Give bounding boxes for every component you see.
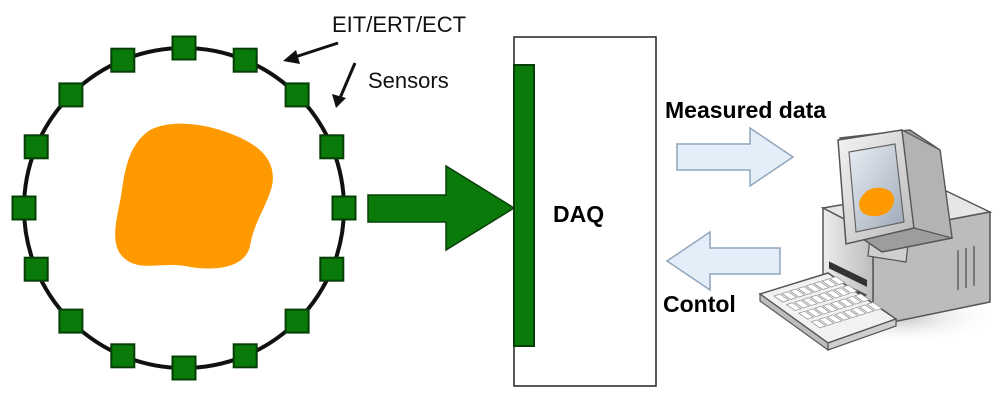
sensor-electrode [171, 35, 197, 61]
keyboard-key [805, 283, 822, 293]
daq-unit: DAQ [513, 36, 657, 387]
sensor-electrode [284, 308, 310, 334]
keyboard-key [797, 286, 814, 295]
keyboard-key [818, 316, 835, 326]
sensor-ring [11, 35, 357, 381]
sensor-electrode [11, 195, 37, 221]
keyboard-key [773, 293, 790, 303]
imaged-object-blob [115, 123, 273, 269]
keyboard-key [829, 276, 846, 285]
keyboard-key [821, 278, 838, 288]
daq-label: DAQ [553, 201, 604, 227]
computer-monitor [837, 128, 953, 263]
sensor-electrode [58, 308, 84, 334]
keyboard-key [801, 297, 818, 307]
sensor-electrode [171, 355, 197, 381]
sensor-electrode [232, 343, 258, 369]
keyboard-key [825, 289, 842, 299]
keyboard-key [821, 303, 839, 313]
keyboard-key [834, 311, 851, 321]
sensor-electrode [284, 82, 310, 108]
desktop-computer-icon [758, 128, 1000, 352]
daq-electrode-bar [513, 64, 535, 347]
keyboard-key [853, 293, 871, 303]
control-label: Contol [663, 291, 736, 317]
modality-label: EIT/ERT/ECT [332, 12, 466, 37]
measured-data-arrow [676, 126, 795, 188]
keyboard-key [826, 314, 843, 324]
keyboard-key [797, 310, 815, 320]
sensor-electrode [232, 47, 258, 73]
keyboard-key [789, 288, 806, 298]
signal-flow-arrow [367, 164, 516, 252]
keyboard-key [809, 294, 826, 304]
keyboard-key [850, 306, 867, 316]
sensor-electrode [58, 82, 84, 108]
sensor-electrode [319, 256, 345, 282]
screen-object-icon [859, 187, 895, 217]
keyboard-key [841, 284, 858, 294]
keyboard-icon [758, 272, 898, 352]
sensor-electrode [110, 47, 136, 73]
keyboard-key [813, 281, 830, 290]
measured-data-label: Measured data [665, 97, 826, 123]
keyboard-key [866, 301, 883, 311]
keyboard-key [837, 298, 855, 308]
control-arrow [665, 230, 781, 292]
keyboard-key [793, 299, 810, 309]
keyboard-key [813, 305, 831, 315]
keyboard-keys [773, 276, 883, 329]
keyboard-key [842, 309, 859, 319]
keyboard-key [858, 304, 875, 314]
keyboard-key [817, 292, 834, 302]
keyboard-key [810, 319, 827, 329]
modality-pointer-arrow [283, 41, 339, 64]
sensors-label: Sensors [368, 68, 449, 93]
sensors-pointer-arrow [332, 62, 357, 108]
keyboard-key [845, 295, 863, 305]
sensor-array [11, 35, 357, 381]
sensor-electrode [331, 195, 357, 221]
sensor-electrode [23, 256, 49, 282]
sensor-electrode [23, 134, 49, 160]
keyboard-key [785, 302, 802, 312]
keyboard-key [829, 300, 847, 310]
keyboard-key [833, 287, 850, 297]
sensor-electrode [319, 134, 345, 160]
keyboard-key [781, 291, 798, 300]
keyboard-key [805, 308, 823, 318]
daq-box [513, 36, 657, 387]
sensor-electrode [110, 343, 136, 369]
